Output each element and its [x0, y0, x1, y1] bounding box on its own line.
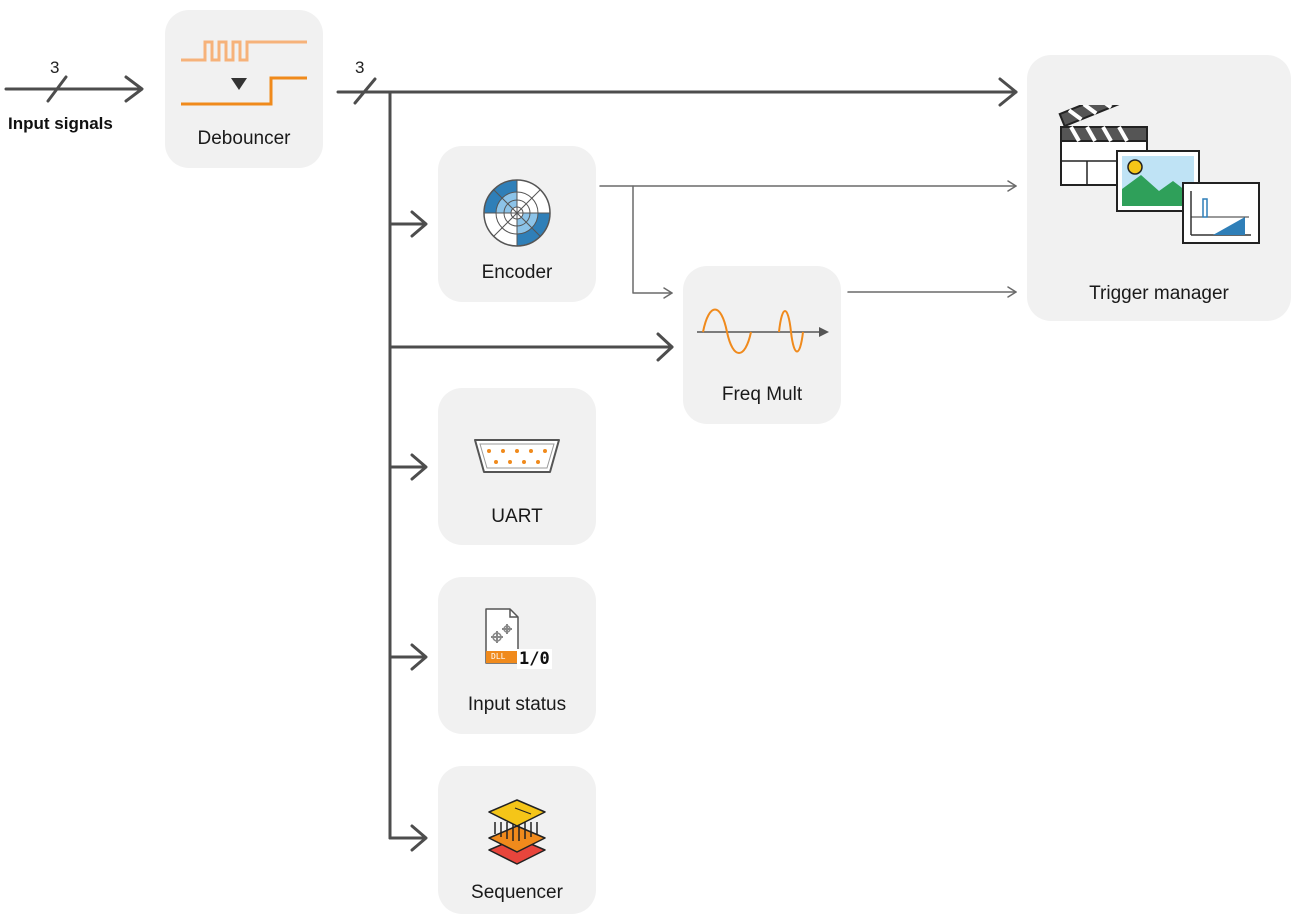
input-signals-label: Input signals [8, 114, 113, 133]
dll-tag: DLL [491, 652, 506, 661]
uart-label: UART [491, 506, 543, 527]
uart-block[interactable]: UART [438, 388, 596, 545]
media-trigger-icon [1058, 105, 1260, 244]
encoder-label: Encoder [481, 262, 553, 283]
sequencer-label: Sequencer [471, 882, 563, 903]
dll-file-icon [485, 608, 519, 664]
encoder-disc-icon [483, 179, 551, 247]
serial-port-icon [474, 439, 560, 473]
trigger-manager-block[interactable]: Trigger manager [1027, 55, 1291, 321]
branch-uart-arrowhead [410, 453, 428, 481]
layers-stack-icon [488, 799, 546, 865]
branch-inputstatus-arrowhead [410, 643, 428, 671]
branch-sequencer-arrowhead [410, 824, 428, 852]
binary-badge: 1/0 [517, 649, 552, 669]
encoder-to-freqmult-arrowhead [663, 287, 673, 299]
encoder-block[interactable]: Encoder [438, 146, 596, 302]
input-status-block[interactable]: DLL 1/0 Input status [438, 577, 596, 734]
debounce-waveform-icon [181, 40, 307, 106]
branch-freqmult-arrowhead [656, 332, 674, 362]
freqmult-to-trigger-arrowhead [1007, 286, 1017, 298]
input-status-label: Input status [467, 694, 567, 715]
sequencer-block[interactable]: Sequencer [438, 766, 596, 914]
input-bus-width: 3 [50, 58, 60, 77]
sine-wave-icon [697, 308, 829, 354]
output-bus-width: 3 [355, 58, 365, 77]
input-bus-slash [46, 75, 68, 103]
main-bus-arrowhead [998, 77, 1018, 107]
debouncer-label: Debouncer [197, 128, 291, 149]
encoder-to-freqmult-wire [632, 185, 673, 294]
encoder-to-trigger-arrowhead [1007, 180, 1017, 192]
branch-encoder-arrowhead [410, 210, 428, 238]
freq-mult-label: Freq Mult [721, 384, 803, 405]
chart-icon [1182, 182, 1260, 244]
debouncer-block[interactable]: Debouncer [165, 10, 323, 168]
trigger-manager-label: Trigger manager [1089, 283, 1229, 304]
input-arrowhead [124, 75, 144, 103]
freq-mult-block[interactable]: Freq Mult [683, 266, 841, 424]
output-bus-slash [353, 77, 377, 105]
